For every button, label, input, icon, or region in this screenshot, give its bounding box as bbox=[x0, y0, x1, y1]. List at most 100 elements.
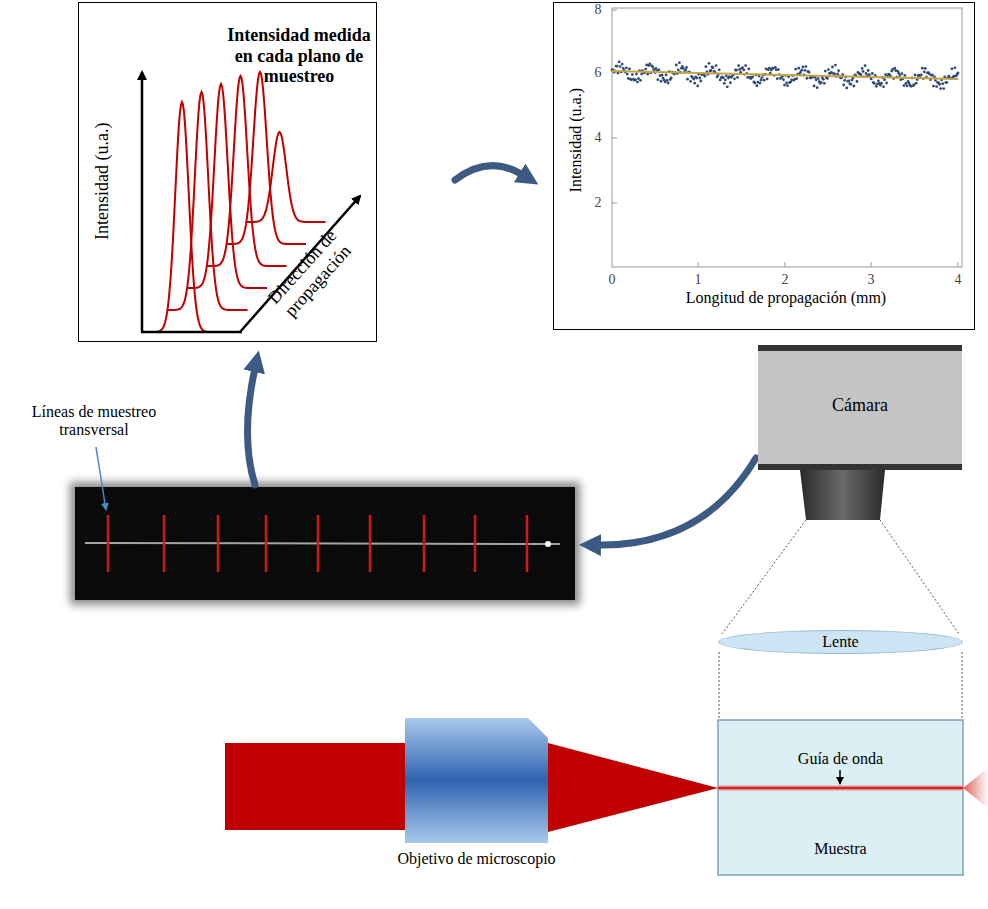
data-point bbox=[843, 79, 846, 82]
data-point bbox=[893, 67, 896, 70]
guided-light bbox=[85, 543, 560, 544]
data-point bbox=[735, 69, 738, 72]
data-point bbox=[941, 82, 944, 85]
node-text: Intensidad medida en cada plano de muest… bbox=[224, 25, 374, 87]
chart-frame bbox=[612, 8, 962, 267]
data-point bbox=[859, 73, 862, 76]
data-point bbox=[756, 84, 759, 87]
data-point bbox=[944, 81, 947, 84]
data-point bbox=[822, 78, 825, 81]
data-point bbox=[794, 68, 797, 71]
data-point bbox=[932, 85, 935, 88]
y-axis bbox=[141, 72, 144, 332]
data-point bbox=[724, 79, 727, 82]
node-text: Intensidad (u.a.) bbox=[567, 60, 585, 220]
data-point bbox=[633, 79, 636, 82]
objective-body bbox=[405, 718, 548, 843]
data-point bbox=[938, 83, 941, 86]
data-point bbox=[646, 73, 649, 76]
data-point bbox=[651, 66, 654, 69]
camera-image bbox=[75, 487, 575, 600]
data-point bbox=[792, 79, 795, 82]
chart-panel: Intensidad (u.a.)Longitud de propagación… bbox=[553, 2, 975, 330]
field-of-view bbox=[719, 520, 962, 720]
data-point bbox=[802, 66, 805, 69]
data-point bbox=[696, 85, 699, 88]
data-point bbox=[806, 77, 809, 80]
data-point bbox=[759, 82, 762, 85]
data-point bbox=[750, 76, 753, 79]
leader-arrow bbox=[839, 770, 841, 784]
data-point bbox=[675, 64, 678, 67]
data-point bbox=[805, 65, 808, 68]
data-point bbox=[754, 82, 757, 85]
node-text: Lente bbox=[719, 633, 962, 651]
data-point bbox=[725, 75, 728, 78]
data-point bbox=[678, 61, 681, 64]
node-text: Objetivo de microscopio bbox=[385, 850, 568, 868]
data-point bbox=[906, 84, 909, 87]
tick-label: 3 bbox=[868, 272, 875, 288]
sampling-lines bbox=[108, 515, 527, 572]
data-point bbox=[718, 68, 721, 71]
data-point bbox=[742, 69, 745, 72]
data-point bbox=[699, 80, 702, 83]
data-point bbox=[628, 68, 631, 71]
data-point bbox=[670, 77, 673, 80]
data-point bbox=[924, 67, 927, 70]
data-point bbox=[957, 72, 960, 75]
data-point bbox=[873, 82, 876, 85]
x-axis bbox=[141, 331, 242, 334]
data-point bbox=[808, 71, 811, 74]
data-point bbox=[795, 77, 798, 80]
data-point bbox=[824, 70, 827, 73]
data-point bbox=[867, 69, 870, 72]
data-point bbox=[626, 73, 629, 76]
data-point bbox=[951, 67, 954, 70]
data-point bbox=[726, 85, 729, 88]
data-point bbox=[856, 80, 859, 83]
fit-line bbox=[612, 71, 958, 79]
data-point bbox=[930, 74, 933, 77]
data-point bbox=[917, 74, 920, 77]
data-point bbox=[942, 87, 945, 90]
flow-arrow bbox=[455, 166, 523, 180]
data-point bbox=[686, 78, 689, 81]
data-point bbox=[774, 66, 777, 69]
node-text: Muestra bbox=[718, 840, 963, 858]
camera-image: Líneas de muestreo transversal bbox=[75, 487, 575, 600]
waveguide-glow bbox=[718, 785, 963, 791]
node-text: Intensidad (u.a.) bbox=[92, 96, 113, 266]
data-point bbox=[690, 75, 693, 78]
data-point bbox=[820, 81, 823, 84]
data-point bbox=[827, 68, 830, 71]
tick-label: 4 bbox=[955, 272, 962, 288]
data-point bbox=[829, 72, 832, 75]
data-point bbox=[629, 78, 632, 81]
node-text: Guía de onda bbox=[718, 750, 963, 768]
data-point bbox=[848, 82, 851, 85]
image-shadow bbox=[70, 482, 580, 605]
data-point bbox=[819, 82, 822, 85]
data-point bbox=[751, 75, 754, 78]
data-point bbox=[619, 65, 622, 68]
data-point bbox=[692, 78, 695, 81]
data-point bbox=[885, 82, 888, 85]
data-point bbox=[712, 66, 715, 69]
data-point bbox=[779, 77, 782, 80]
tick-label: 2 bbox=[782, 272, 789, 288]
data-point bbox=[693, 82, 696, 85]
tick-label: 4 bbox=[595, 130, 602, 146]
data-point bbox=[875, 85, 878, 88]
data-point bbox=[872, 81, 875, 84]
lens: Lente bbox=[718, 630, 963, 654]
data-point bbox=[634, 78, 637, 81]
data-point bbox=[694, 76, 697, 79]
tick-label: 2 bbox=[595, 195, 602, 211]
tick-label: 6 bbox=[595, 65, 602, 81]
objective: Objetivo de microscopio bbox=[405, 718, 548, 843]
data-point bbox=[786, 84, 789, 87]
data-point bbox=[723, 82, 726, 85]
data-point bbox=[763, 79, 766, 82]
leader-line bbox=[96, 447, 106, 510]
